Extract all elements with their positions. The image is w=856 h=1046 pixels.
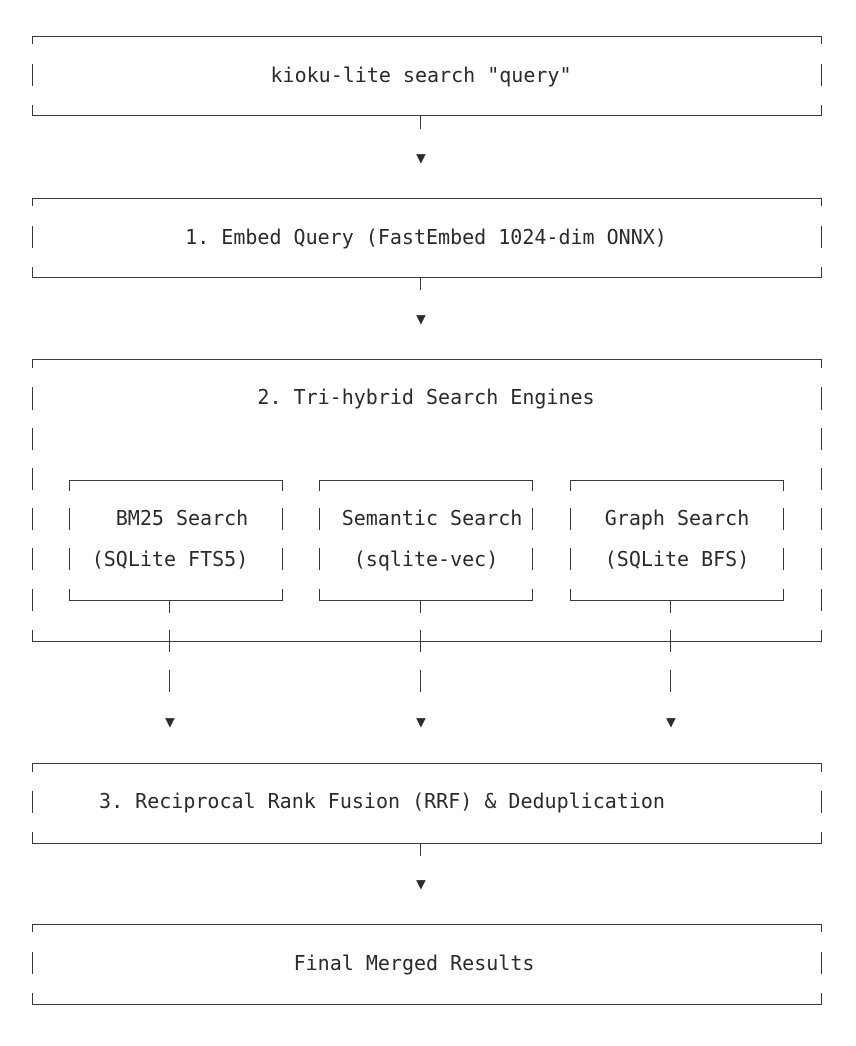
engine-name: Graph Search [605, 506, 750, 530]
engines-box: 2. Tri-hybrid Search Engines BM25 Search… [32, 359, 822, 642]
engine-backend: (sqlite-vec) [354, 547, 499, 571]
connector-semantic-to-fusion: ▼ [416, 601, 426, 731]
fusion-label: 3. Reciprocal Rank Fusion (RRF) & Dedupl… [99, 789, 665, 813]
engine-name: Semantic Search [342, 506, 523, 530]
results-label: Final Merged Results [294, 951, 535, 975]
fusion-box: 3. Reciprocal Rank Fusion (RRF) & Dedupl… [32, 763, 822, 844]
engine-box-semantic: Semantic Search (sqlite-vec) [319, 480, 533, 601]
embed-label: 1. Embed Query (FastEmbed 1024-dim ONNX) [185, 225, 667, 249]
connector-embed-to-engines: ▼ [416, 278, 426, 328]
connector-command-to-embed: ▼ [416, 116, 426, 167]
connector-fusion-to-results: ▼ [416, 844, 426, 893]
arrow-down-icon: ▼ [416, 309, 426, 328]
command-label: kioku-lite search "query" [270, 63, 571, 87]
engines-title: 2. Tri-hybrid Search Engines [257, 385, 594, 409]
engine-box-bm25: BM25 Search (SQLite FTS5) [69, 480, 283, 601]
connector-graph-to-fusion: ▼ [666, 601, 676, 731]
connector-bm25-to-fusion: ▼ [165, 601, 175, 731]
engine-box-graph: Graph Search (SQLite BFS) [570, 480, 784, 601]
arrow-down-icon: ▼ [165, 712, 175, 731]
engine-backend: (SQLite BFS) [605, 547, 750, 571]
arrow-down-icon: ▼ [416, 712, 426, 731]
arrow-down-icon: ▼ [666, 712, 676, 731]
arrow-down-icon: ▼ [416, 874, 426, 893]
engine-backend: (SQLite FTS5) [92, 547, 249, 571]
embed-box: 1. Embed Query (FastEmbed 1024-dim ONNX) [32, 198, 822, 278]
command-box: kioku-lite search "query" [32, 36, 822, 116]
engine-name: BM25 Search [116, 506, 248, 530]
arrow-down-icon: ▼ [416, 148, 426, 167]
results-box: Final Merged Results [32, 924, 822, 1005]
